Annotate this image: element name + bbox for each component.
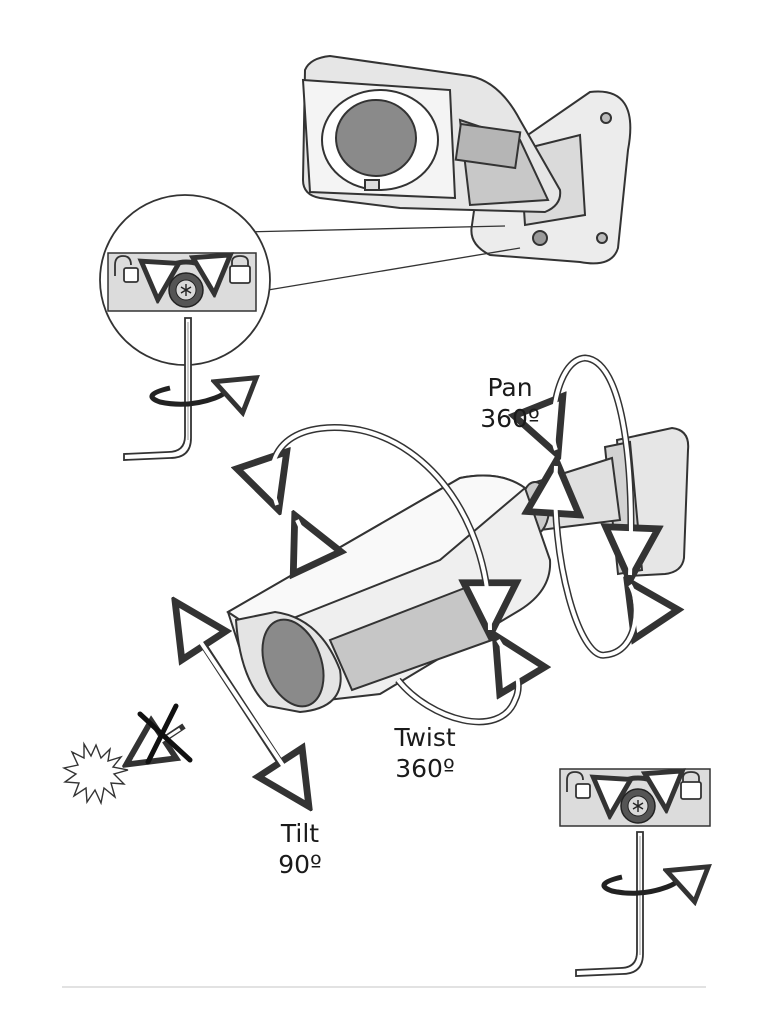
twist-arrow [269,425,492,631]
sun-icon [61,741,129,806]
twist-label: Twist 360º [375,722,475,784]
rotate-arrow-icon [610,778,666,812]
pan-label: Pan 360º [460,372,560,434]
pan-arrow [553,465,638,658]
zoom-line [241,225,506,233]
hex-screw-icon [620,788,656,824]
pan-arrow [550,356,586,451]
camera-3axis-view [226,426,690,714]
prohibited-icon [137,703,193,765]
zoom-line [267,247,521,291]
allen-key-icon [575,831,644,977]
lock-panel-bottom [559,768,711,827]
pan-label-name: Pan [487,373,533,402]
unlock-icon [566,771,591,799]
lock-detail-zoom [99,194,271,366]
pan-label-value: 360º [480,404,540,433]
allen-key-icon [123,317,192,461]
camera-top-view [301,54,632,265]
rotate-arrow-icon [601,872,678,893]
twist-label-name: Twist [394,723,456,752]
twist-arrow [396,638,521,724]
twist-arrow [295,519,314,553]
twist-label-value: 360º [395,754,455,783]
tilt-arrow [180,612,304,796]
rotate-arrow-icon [149,383,226,404]
tilt-label-name: Tilt [280,819,320,848]
rotate-arrow-icon [158,262,214,296]
hex-screw-icon [168,272,204,308]
tilt-label: Tilt 90º [250,818,350,880]
tilt-label-value: 90º [278,850,322,879]
